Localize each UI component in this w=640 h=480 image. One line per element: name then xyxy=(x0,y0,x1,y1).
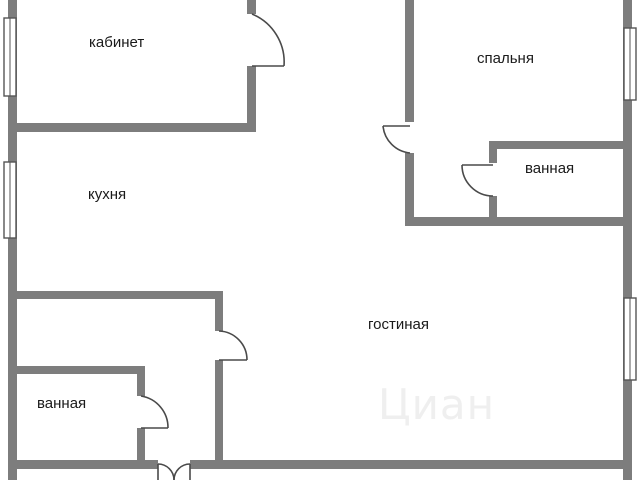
room-label-living: гостиная xyxy=(368,316,429,333)
room-label-study: кабинет xyxy=(89,34,145,51)
door-bath-left xyxy=(140,395,169,429)
bedroom-wall-left-upper xyxy=(405,0,414,122)
bath-left-wall-right-upper xyxy=(137,366,145,396)
room-label-kitchen: кухня xyxy=(88,186,127,203)
study-wall-right-lower xyxy=(247,66,256,132)
left-block-wall-top xyxy=(8,291,223,299)
wall-bottom-left xyxy=(8,460,158,469)
bath-right-wall-top xyxy=(489,141,632,149)
room-label-bedroom: спальня xyxy=(477,50,534,67)
window-right-top xyxy=(623,27,637,101)
bath-left-wall-top xyxy=(8,366,145,374)
bedroom-wall-left-lower xyxy=(405,153,414,225)
wall-left xyxy=(8,0,17,480)
bath-left-wall-right-lower xyxy=(137,428,145,469)
windows xyxy=(3,17,637,381)
watermark-logo: Циан xyxy=(378,380,496,429)
bath-right-wall-left-lower xyxy=(489,196,497,226)
door-left-block xyxy=(218,330,248,361)
left-block-wall-right-lower xyxy=(215,360,223,469)
door-entrance xyxy=(157,463,191,480)
wall-bottom-right xyxy=(190,460,632,469)
window-left-top xyxy=(3,17,17,97)
bedroom-walls xyxy=(405,0,632,226)
study-wall-bottom xyxy=(8,123,256,132)
bedroom-wall-bottom xyxy=(405,217,632,226)
bath-right-wall-left-upper xyxy=(489,141,497,163)
door-bath-right xyxy=(461,164,494,197)
left-block-wall-right-upper xyxy=(215,291,223,331)
window-left-middle xyxy=(3,161,17,239)
door-bedroom xyxy=(382,125,411,154)
study-walls xyxy=(8,0,256,132)
room-label-bath-left: ванная xyxy=(37,395,87,412)
left-lower-walls xyxy=(8,291,223,469)
door-study xyxy=(251,13,285,67)
room-label-bath-right: ванная xyxy=(525,160,575,177)
doors xyxy=(140,13,494,480)
outer-walls xyxy=(8,0,632,480)
study-wall-right-upper xyxy=(247,0,256,14)
window-right-bottom xyxy=(623,297,637,381)
wall-right xyxy=(623,0,632,480)
